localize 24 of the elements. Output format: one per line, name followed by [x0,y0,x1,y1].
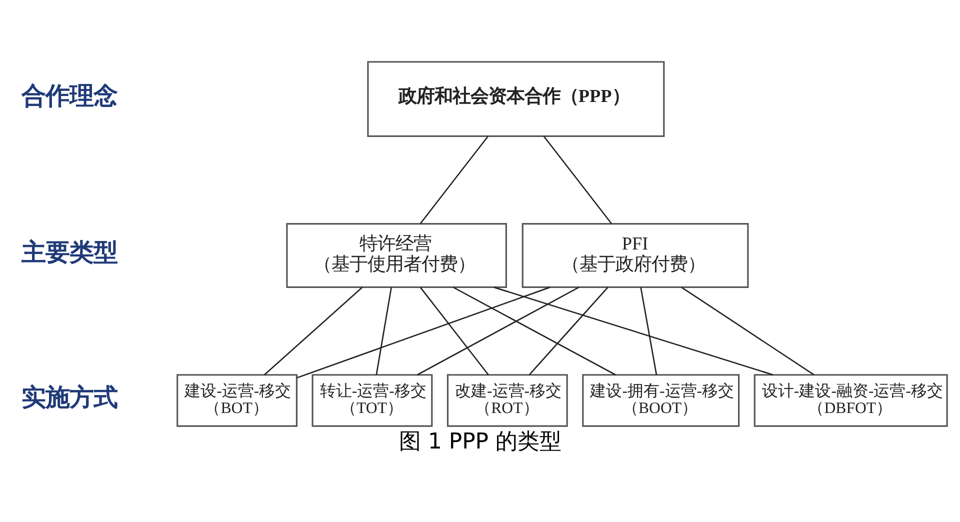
connector [640,287,658,375]
node-box: 转让-运营-移交 （TOT） [312,374,433,427]
node-box: 设计-建设-融资-运营-移交 （DBFOT） [754,374,948,427]
label: 主要类型 [21,237,118,266]
connector [452,286,616,376]
node-box: 特许经营 （基于使用者付费） [286,223,507,288]
node-box: 建设-拥有-运营-移交 （BOOT） [582,374,740,427]
label: 合作理念 [21,80,118,110]
node-box: 改建-运营-移交 （ROT） [446,374,568,427]
node-box: 建设-运营-移交 （BOT） [176,374,298,427]
node-box: PFI （基于政府付费） [522,223,749,288]
label: 实施方式 [21,382,118,412]
caption: 图 1 PPP 的类型 [399,429,562,454]
connector [296,286,550,378]
connector [420,136,488,224]
connector [543,136,612,224]
connector [416,286,580,376]
connector [494,286,774,376]
node-box: 政府和社会资本合作（PPP） [367,61,665,137]
connector [681,286,814,376]
connector [376,287,392,375]
connector [528,286,608,376]
connector [420,286,489,376]
connector [264,286,363,376]
